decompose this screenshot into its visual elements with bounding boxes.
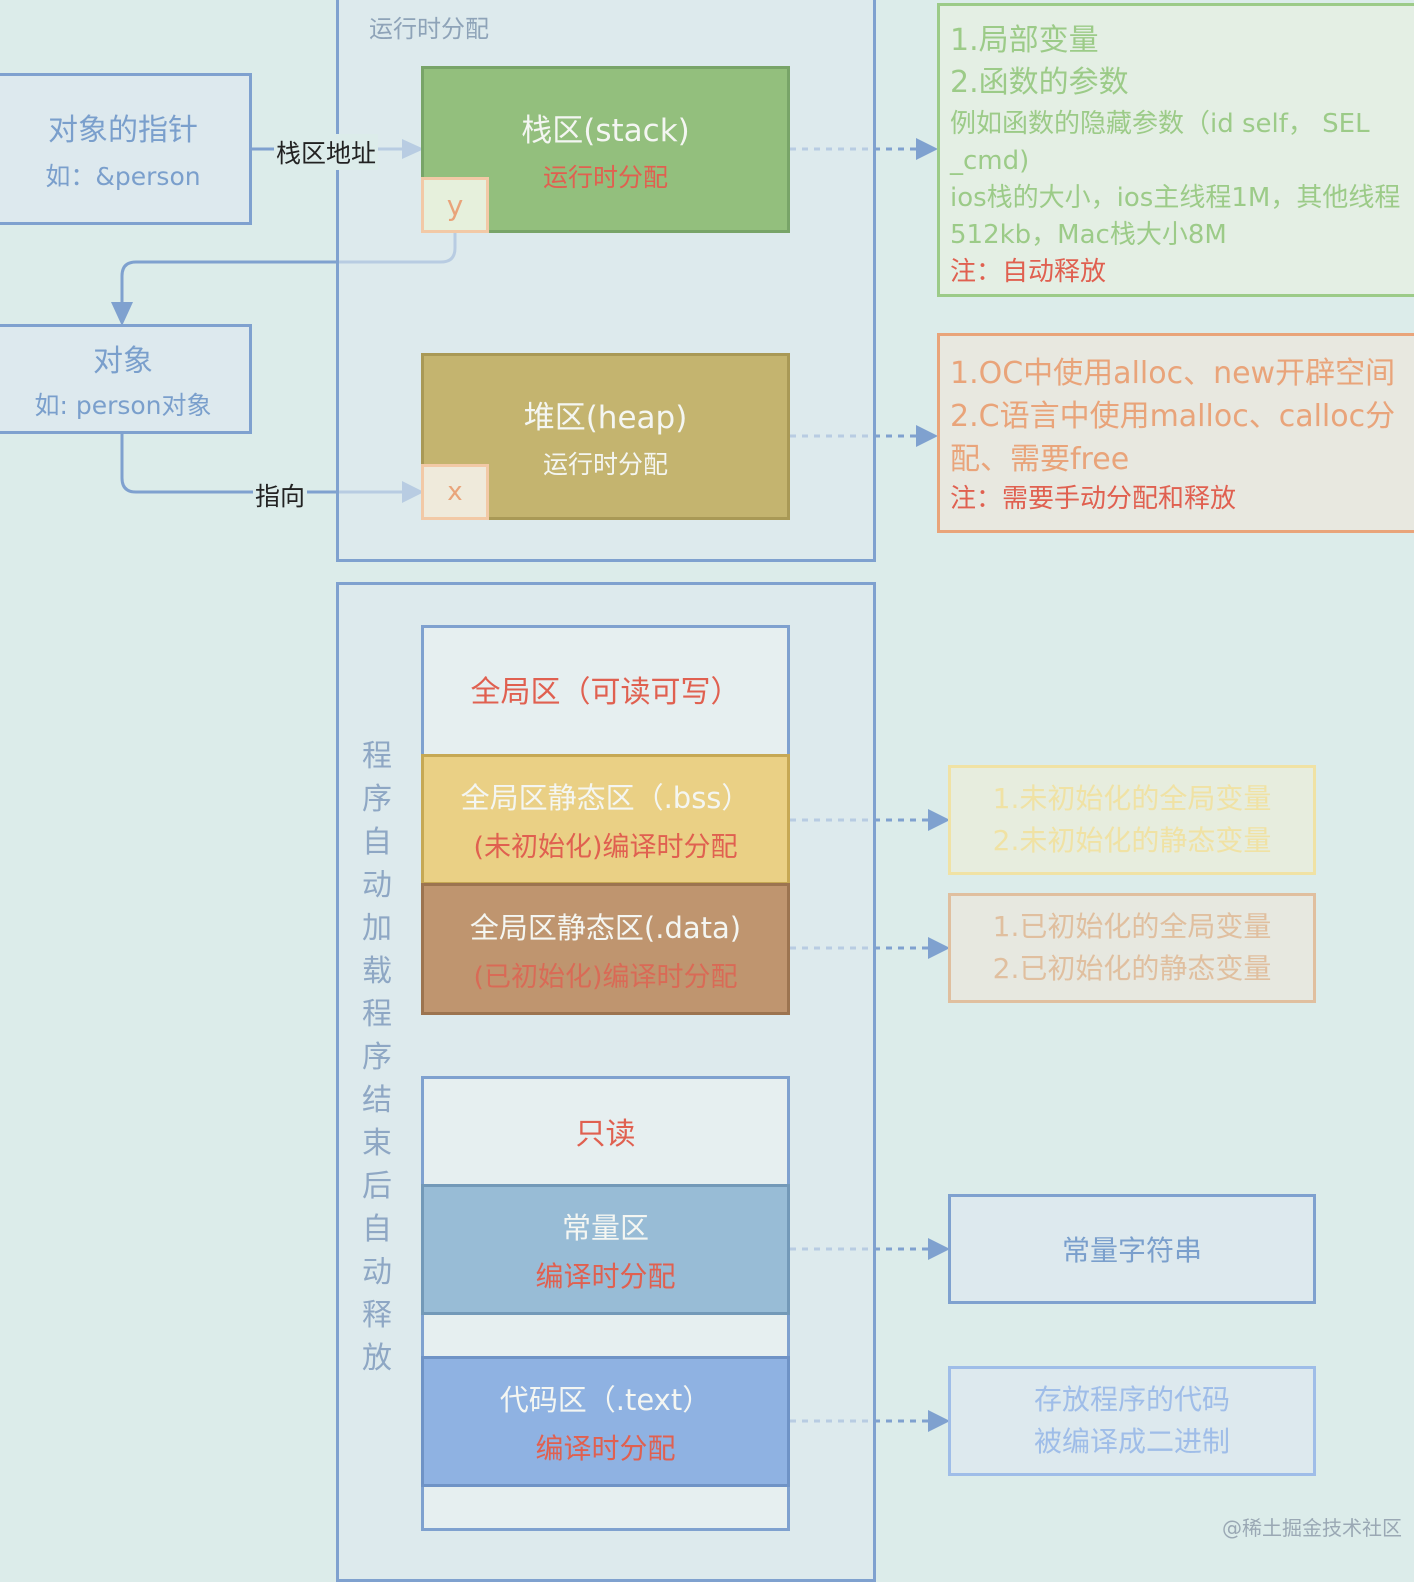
dashed-const-to-notes: [790, 1238, 950, 1260]
heap-note-line-3: 配、需要free: [950, 442, 1130, 477]
bss-subtitle: (未初始化)编译时分配: [473, 832, 738, 863]
constant-title: 常量区: [561, 1210, 649, 1245]
bss-title: 全局区静态区（.bss）: [460, 781, 751, 815]
stack-subtitle: 运行时分配: [542, 163, 668, 192]
code-note-line-1: 存放程序的代码: [1033, 1383, 1230, 1416]
data-subtitle: (已初始化)编译时分配: [473, 961, 738, 993]
program-lifecycle-label: 程 序 自 动 加 载 程 序 结 束 后 自 动 释 放: [362, 739, 392, 1376]
runtime-container-title: 运行时分配: [369, 15, 489, 43]
heap-note-release: 注：需要手动分配和释放: [950, 484, 1237, 514]
global-rw-title: 全局区（可读可写）: [470, 675, 741, 710]
code-title: 代码区（.text）: [499, 1382, 712, 1417]
heap-note-line-1: 1.OC中使用alloc、new开辟空间: [950, 356, 1396, 391]
data-notes-box: 1.已初始化的全局变量 2.已初始化的静态变量: [948, 893, 1316, 1003]
object-pointer-title: 对象的指针: [48, 113, 198, 148]
bss-note-line-2: 2.未初始化的静态变量: [992, 824, 1272, 857]
code-notes-box: 存放程序的代码 被编译成二进制: [948, 1366, 1316, 1476]
data-note-line-2: 2.已初始化的静态变量: [992, 952, 1272, 985]
object-pointer-box: 对象的指针 如：&person: [0, 73, 252, 225]
dashed-bss-to-notes: [790, 809, 950, 831]
stack-title: 栈区(stack): [521, 113, 690, 149]
stack-note-line-2: 2.函数的参数: [950, 65, 1129, 100]
dashed-data-to-notes: [790, 937, 950, 959]
bss-notes-box: 1.未初始化的全局变量 2.未初始化的静态变量: [948, 765, 1316, 875]
stack-note-release: 注：自动释放: [950, 257, 1107, 287]
code-subtitle: 编译时分配: [535, 1431, 676, 1465]
object-pointer-example: 如：&person: [45, 162, 201, 191]
bss-note-line-1: 1.未初始化的全局变量: [992, 782, 1272, 815]
code-segment: 代码区（.text） 编译时分配: [421, 1356, 790, 1487]
constant-notes-box: 常量字符串: [948, 1194, 1316, 1304]
stack-note-line-5: ios栈的大小，ios主线程1M，其他线程: [950, 183, 1401, 213]
data-segment: 全局区静态区(.data) (已初始化)编译时分配: [421, 883, 790, 1015]
heap-note-line-2: 2.C语言中使用malloc、calloc分: [950, 399, 1396, 434]
read-only-title: 只读: [575, 1117, 636, 1152]
stack-note-line-1: 1.局部变量: [950, 23, 1099, 58]
heap-notes-box: 1.OC中使用alloc、new开辟空间 2.C语言中使用malloc、call…: [937, 333, 1414, 533]
code-note-line-2: 被编译成二进制: [1033, 1425, 1230, 1458]
heap-subtitle: 运行时分配: [542, 450, 668, 479]
bss-segment: 全局区静态区（.bss） (未初始化)编译时分配: [421, 754, 790, 885]
constant-note-text: 常量字符串: [1061, 1234, 1202, 1267]
stack-var-y: y: [421, 177, 489, 233]
stack-note-line-6: 512kb，Mac栈大小8M: [950, 220, 1227, 250]
constant-subtitle: 编译时分配: [535, 1259, 676, 1293]
data-title: 全局区静态区(.data): [469, 910, 742, 945]
stack-address-label: 栈区地址: [274, 134, 379, 170]
heap-var-x: x: [421, 464, 489, 520]
object-box: 对象 如: person对象: [0, 324, 252, 434]
stack-note-line-4: _cmd): [950, 146, 1030, 176]
watermark: @稀土掘金技术社区: [1222, 1516, 1402, 1540]
points-to-label: 指向: [253, 477, 308, 513]
object-example: 如: person对象: [34, 391, 212, 420]
dashed-code-to-notes: [790, 1410, 950, 1432]
object-title: 对象: [93, 344, 153, 379]
constant-segment: 常量区 编译时分配: [421, 1184, 790, 1315]
data-note-line-1: 1.已初始化的全局变量: [992, 910, 1272, 943]
stack-note-line-3: 例如函数的隐藏参数（id self， SEL: [950, 109, 1370, 139]
stack-notes-box: 1.局部变量 2.函数的参数 例如函数的隐藏参数（id self， SEL _c…: [937, 3, 1414, 297]
heap-title: 堆区(heap): [523, 400, 688, 436]
heap-segment: 堆区(heap) 运行时分配: [421, 353, 790, 520]
